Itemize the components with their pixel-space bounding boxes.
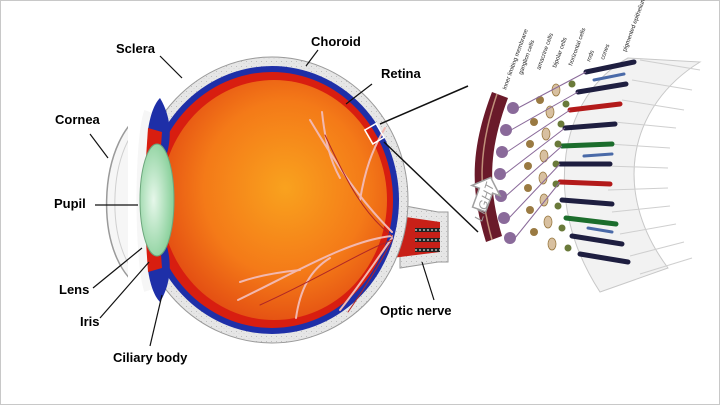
svg-text:cones: cones	[600, 44, 611, 61]
zoom-line-top	[379, 85, 469, 125]
choroid-label: Choroid	[311, 34, 361, 49]
retina-cross-section: LIGHT inner limiting membrane ganglion c…	[469, 0, 702, 293]
svg-text:bipolar cells: bipolar cells	[552, 37, 568, 69]
ciliary-body-label: Ciliary body	[113, 350, 188, 365]
vitreous-body	[161, 80, 387, 320]
retina-label: Retina	[381, 66, 422, 81]
iris-label: Iris	[80, 314, 100, 329]
zoom-line-bottom	[383, 141, 479, 233]
svg-text:pigmented epithelium: pigmented epithelium	[622, 0, 647, 53]
light-arrow	[469, 176, 502, 213]
retina-zoom-box	[363, 122, 386, 145]
svg-text:rods: rods	[586, 50, 596, 63]
photoreceptors	[557, 59, 637, 265]
sclera-label: Sclera	[116, 41, 156, 56]
lens	[139, 143, 175, 257]
optic-nerve-label: Optic nerve	[380, 303, 452, 318]
pupil-label: Pupil	[54, 196, 86, 211]
leader-lines	[89, 49, 435, 347]
svg-text:horizontal cells: horizontal cells	[568, 27, 587, 66]
cornea-label: Cornea	[55, 112, 101, 127]
lens-label: Lens	[59, 282, 89, 297]
